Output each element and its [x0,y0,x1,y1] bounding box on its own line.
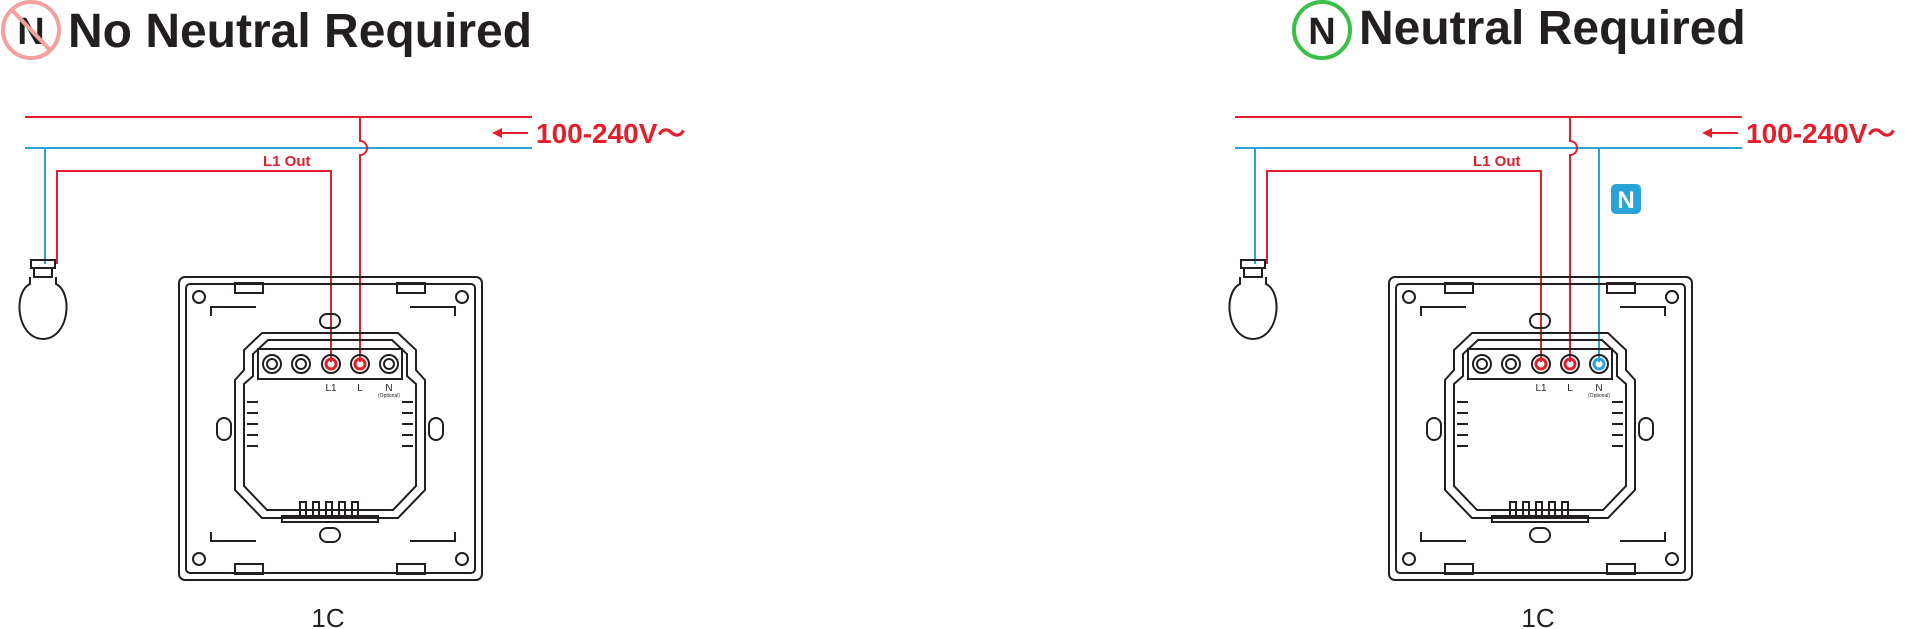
l1-out-wire [56,170,332,362]
terminal-label-optional: (Optional) [378,393,400,399]
l1-out-wire [1266,170,1542,362]
terminal-l1 [321,354,341,374]
neutral-tag-label: N [1617,187,1634,214]
live-to-l-wire [1569,117,1578,362]
neutral-required-diagram: N Neutral Required 100-240V～ L1 Out N [952,0,1904,629]
model-label: 1C [311,603,344,629]
terminal-block [262,354,399,374]
terminal-block [1472,354,1521,374]
switch-back-plate [178,276,483,581]
terminal-label-optional: (Optional) [1588,393,1610,399]
terminal-label-l: L [1567,383,1573,394]
terminal-l1 [1531,354,1551,374]
terminal-label-n: N [1595,383,1602,394]
terminal-label-l: L [357,383,363,394]
no-neutral-badge-icon: N [1,0,61,60]
neutral-tag: N [1611,184,1641,214]
terminal-l [1560,354,1580,374]
l1-out-label: L1 Out [263,153,311,170]
light-bulb-icon [18,259,68,341]
diagram-title: Neutral Required [1359,2,1746,55]
diagram-title: No Neutral Required [68,5,533,58]
voltage-label: 100-240V～ [1746,118,1895,149]
terminal-label-n: N [385,383,392,394]
model-label: 1C [1521,603,1554,629]
no-neutral-diagram: N No Neutral Required 100-240V～ L1 Out [0,0,952,629]
live-to-l-wire [359,117,368,362]
badge-letter: N [1308,11,1335,53]
terminal-label-l1: L1 [325,383,337,394]
neutral-required-badge-icon: N [1292,0,1352,60]
light-bulb-icon [1228,259,1278,341]
l1-out-label: L1 Out [1473,153,1521,170]
terminal-l [350,354,370,374]
terminal-n [1589,354,1609,374]
voltage-label: 100-240V～ [536,118,685,149]
terminal-label-l1: L1 [1535,383,1547,394]
switch-back-plate [1388,276,1693,581]
wiring-diagram: 100-240V～ L1 Out [18,116,685,629]
wiring-diagram: N Neutral Required 100-240V～ L1 Out N [1228,0,1895,629]
